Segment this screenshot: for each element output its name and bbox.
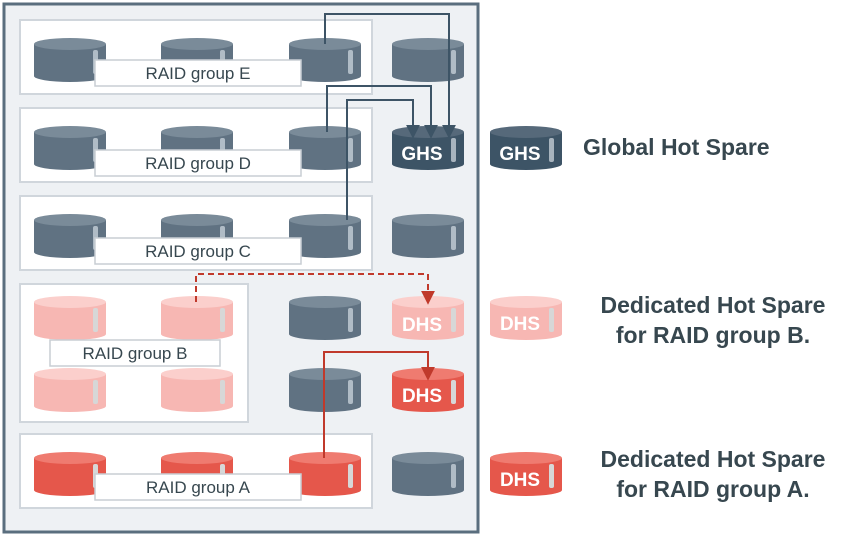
legend-ghs-disk bbox=[490, 126, 562, 170]
connector-e-to-ghs bbox=[324, 13, 456, 139]
connector-b-to-dhs bbox=[195, 273, 435, 305]
ghs-disk-label: GHS bbox=[401, 144, 442, 165]
legend-dedicated-a-line1: Dedicated Hot Spare bbox=[601, 446, 826, 472]
legend-dhs-b-disk-label: DHS bbox=[500, 314, 540, 335]
legend-global-hot-spare: Global Hot Spare bbox=[583, 134, 770, 160]
raid-group-d-label: RAID group D bbox=[94, 149, 302, 177]
disk-c-1 bbox=[34, 214, 106, 258]
legend-dedicated-b-line1: Dedicated Hot Spare bbox=[601, 292, 826, 318]
legend-ghs-disk-label: GHS bbox=[499, 144, 540, 165]
disk-c-3 bbox=[289, 214, 361, 258]
disk-b-3 bbox=[34, 368, 106, 412]
svg-text:RAID group B: RAID group B bbox=[83, 344, 188, 363]
disk-spare-e bbox=[392, 38, 464, 82]
legend-dhs-b-disk bbox=[490, 296, 562, 340]
dhs-a-disk-label: DHS bbox=[402, 386, 442, 407]
disk-spare-a bbox=[392, 452, 464, 496]
disk-d-3 bbox=[289, 126, 361, 170]
legend-dedicated-a-line2: for RAID group A. bbox=[616, 476, 809, 502]
disk-b-4 bbox=[161, 368, 233, 412]
connector-d-to-ghs bbox=[326, 85, 438, 139]
svg-text:RAID group E: RAID group E bbox=[146, 64, 251, 83]
disk-spare-c bbox=[392, 214, 464, 258]
disk-mid-1 bbox=[289, 296, 361, 340]
legend-dhs-a-disk-label: DHS bbox=[500, 470, 540, 491]
dhs-b-disk-label: DHS bbox=[402, 315, 442, 336]
svg-text:RAID group D: RAID group D bbox=[145, 154, 251, 173]
svg-text:RAID group A: RAID group A bbox=[146, 478, 251, 497]
connector-a-to-dhs bbox=[323, 351, 435, 458]
raid-group-a-label: RAID group A bbox=[94, 473, 302, 501]
disk-b-2 bbox=[161, 296, 233, 340]
disk-d-1 bbox=[34, 126, 106, 170]
connector-c-to-ghs bbox=[346, 99, 420, 220]
svg-text:RAID group C: RAID group C bbox=[145, 242, 251, 261]
disk-b-1 bbox=[34, 296, 106, 340]
raid-group-b-label: RAID group B bbox=[49, 339, 221, 367]
legend-dedicated-b-line2: for RAID group B. bbox=[616, 322, 810, 348]
legend-dhs-a-disk bbox=[490, 452, 562, 496]
raid-group-e-label: RAID group E bbox=[94, 59, 302, 87]
disk-dhs-a bbox=[392, 368, 464, 412]
disk-a-1 bbox=[34, 452, 106, 496]
raid-group-c-label: RAID group C bbox=[94, 237, 302, 265]
